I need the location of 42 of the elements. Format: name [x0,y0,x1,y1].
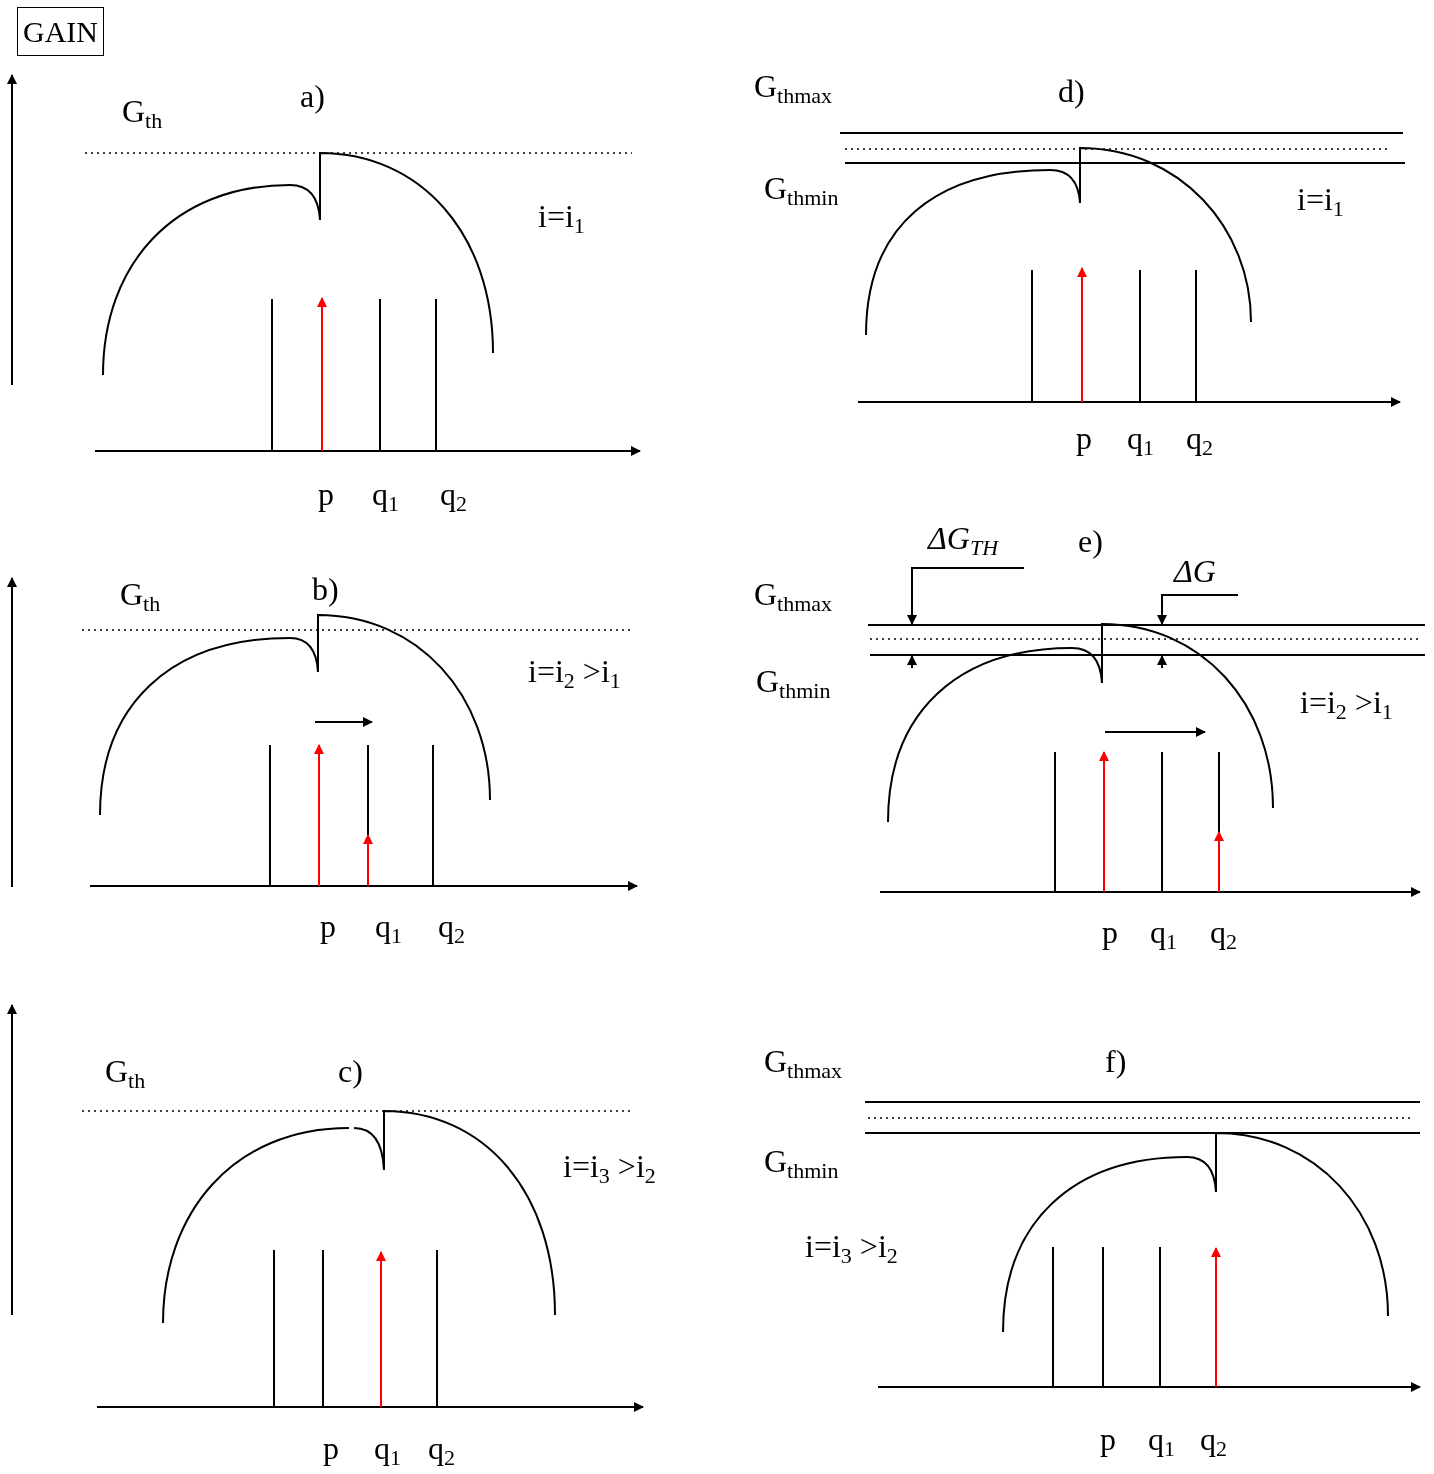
axis-label: i=i$_{1}$ [538,200,585,232]
axis-label: G$_{th}$ [120,578,161,610]
axis-label: q$_{2}$ [438,910,465,942]
axis-label: f) [1105,1045,1127,1077]
axis-label: q$_{1}$ [374,1432,401,1464]
axis-label: G$_{thmax}$ [764,1045,843,1077]
axis-label: ΔG [1174,555,1216,587]
axis-label: p [318,478,334,510]
axis-label: a) [300,80,325,112]
axis-label: p [1102,916,1118,948]
axis-label: q$_{1}$ [375,910,402,942]
axis-label: G$_{thmin}$ [764,172,839,204]
axis-label: G$_{thmax}$ [754,70,833,102]
axis-label: i=i$_{3}$ >i$_{2}$ [563,1150,656,1182]
axis-label: i=i$_{2}$ >i$_{1}$ [528,655,621,687]
axis-label: G$_{th}$ [122,95,163,127]
axis-label: p [320,910,336,942]
axis-label: q$_{2}$ [440,478,467,510]
axis-label: G$_{th}$ [105,1055,146,1087]
axis-label: e) [1078,525,1103,557]
axis-label: ΔG$_{TH}$ [928,522,998,554]
axis-label: q$_{1}$ [1150,916,1177,948]
axis-label: G$_{thmin}$ [756,665,831,697]
axis-label: i=i$_{1}$ [1297,183,1344,215]
axis-label: q$_{2}$ [1210,916,1237,948]
axis-label: q$_{2}$ [1200,1423,1227,1455]
axis-label: i=i$_{3}$ >i$_{2}$ [805,1230,898,1262]
axis-label: q$_{2}$ [428,1432,455,1464]
axis-label: p [323,1432,339,1464]
axis-label: G$_{thmin}$ [764,1145,839,1177]
axis-label: p [1076,422,1092,454]
axis-label: d) [1058,75,1085,107]
axis-label: q$_{1}$ [1148,1423,1175,1455]
axis-label: p [1100,1423,1116,1455]
axis-label: q$_{2}$ [1186,422,1213,454]
axis-label: G$_{thmax}$ [754,578,833,610]
axis-title: GAIN [17,7,104,56]
axis-label: q$_{1}$ [1127,422,1154,454]
axis-label: i=i$_{2}$ >i$_{1}$ [1300,686,1393,718]
axis-label: c) [338,1055,363,1087]
axis-label: b) [312,573,339,605]
axis-label: q$_{1}$ [372,478,399,510]
